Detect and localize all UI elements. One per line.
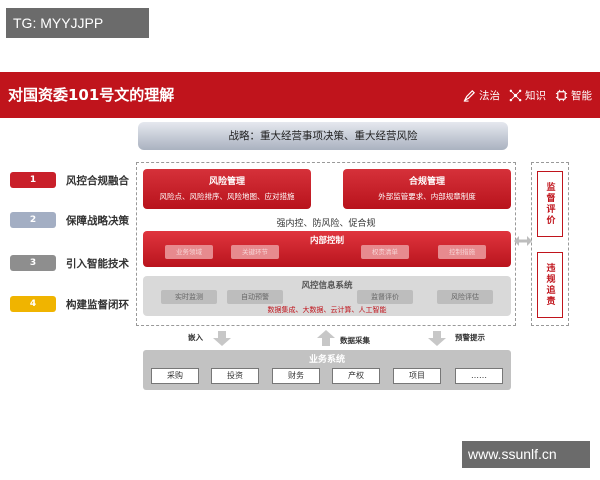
header-bar: 对国资委101号文的理解 法治 知识 智能 <box>0 72 600 118</box>
business-module-procurement: 采购 <box>151 368 199 384</box>
tag-knowledge: 知识 <box>508 88 546 103</box>
double-arrow-icon <box>514 236 532 246</box>
left-item-4: 4 构建监督闭环 <box>10 296 129 312</box>
collect-label: 数据采集 <box>340 336 370 345</box>
left-item-4-label: 构建监督闭环 <box>66 298 129 311</box>
left-item-4-badge: 4 <box>10 296 56 312</box>
control-pill-key-link: 关键环节 <box>231 245 279 259</box>
tag-intelligence: 智能 <box>554 88 592 103</box>
pen-icon <box>462 88 476 102</box>
warn-label: 预警提示 <box>455 333 485 342</box>
watermark-top: TG: MYYJJPP <box>6 8 149 38</box>
control-pill-business-area: 业务领域 <box>165 245 213 259</box>
network-icon <box>508 88 522 102</box>
business-system-title: 业务系统 <box>308 355 345 365</box>
risk-management-box: 风险管理 风险点、风险排序、风险地图、应对措施 <box>143 169 311 209</box>
left-item-1: 1 风控合规融合 <box>10 172 129 188</box>
watermark-bottom: www.ssunlf.cn <box>462 441 590 468</box>
left-item-3-label: 引入智能技术 <box>66 257 129 270</box>
business-module-finance: 财务 <box>272 368 320 384</box>
left-item-3-badge: 3 <box>10 255 56 271</box>
side-box-accountability: 违规追责 <box>537 252 563 318</box>
info-pill-warning: 自动预警 <box>227 290 283 304</box>
side-box-supervision: 监督评价 <box>537 171 563 237</box>
internal-control-box: 内部控制 业务领域 关键环节 权责清单 控制措施 <box>143 231 511 267</box>
tag-intelligence-label: 智能 <box>571 89 592 102</box>
left-item-2-badge: 2 <box>10 212 56 228</box>
info-system-tech: 数据集成、大数据、云计算、人工智能 <box>267 306 387 314</box>
left-item-1-label: 风控合规融合 <box>66 174 129 187</box>
risk-management-sub: 风险点、风险排序、风险地图、应对措施 <box>159 192 295 201</box>
business-module-investment: 投资 <box>211 368 259 384</box>
page-title: 对国资委101号文的理解 <box>8 86 175 104</box>
compliance-management-box: 合规管理 外部监管要求、内部规章制度 <box>343 169 511 209</box>
business-system-box: 业务系统 采购 投资 财务 产权 项目 …… <box>143 350 511 390</box>
risk-management-title: 风险管理 <box>208 177 245 187</box>
collect-arrow-icon <box>317 330 335 346</box>
info-pill-monitoring: 实时监测 <box>161 290 217 304</box>
left-item-1-badge: 1 <box>10 172 56 188</box>
business-module-property: 产权 <box>332 368 380 384</box>
info-pill-assessment: 风险评估 <box>437 290 493 304</box>
info-system-box: 风控信息系统 实时监测 自动预警 监督评价 风险评估 数据集成、大数据、云计算、… <box>143 276 511 316</box>
strengthen-text: 强内控、防风险、促合规 <box>276 219 376 229</box>
tag-knowledge-label: 知识 <box>525 89 546 102</box>
control-pill-authority-list: 权责清单 <box>361 245 409 259</box>
business-module-project: 项目 <box>393 368 441 384</box>
left-item-2-label: 保障战略决策 <box>66 214 129 227</box>
info-system-title: 风控信息系统 <box>301 281 353 291</box>
left-item-2: 2 保障战略决策 <box>10 212 129 228</box>
left-item-3: 3 引入智能技术 <box>10 255 129 271</box>
header-tags: 法治 知识 智能 <box>462 72 592 118</box>
business-module-more: …… <box>455 368 503 384</box>
embed-arrow-icon <box>213 331 231 346</box>
compliance-management-sub: 外部监管要求、内部规章制度 <box>378 192 476 201</box>
info-pill-evaluation: 监督评价 <box>357 290 413 304</box>
tag-law: 法治 <box>462 88 500 103</box>
chip-icon <box>554 88 568 102</box>
embed-label: 嵌入 <box>188 333 203 342</box>
warn-arrow-icon <box>428 331 446 346</box>
control-pill-measures: 控制措施 <box>438 245 486 259</box>
internal-control-title: 内部控制 <box>309 236 344 246</box>
compliance-management-title: 合规管理 <box>408 177 445 187</box>
strategy-banner: 战略：重大经营事项决策、重大经营风险 <box>138 122 508 150</box>
tag-law-label: 法治 <box>479 89 500 102</box>
